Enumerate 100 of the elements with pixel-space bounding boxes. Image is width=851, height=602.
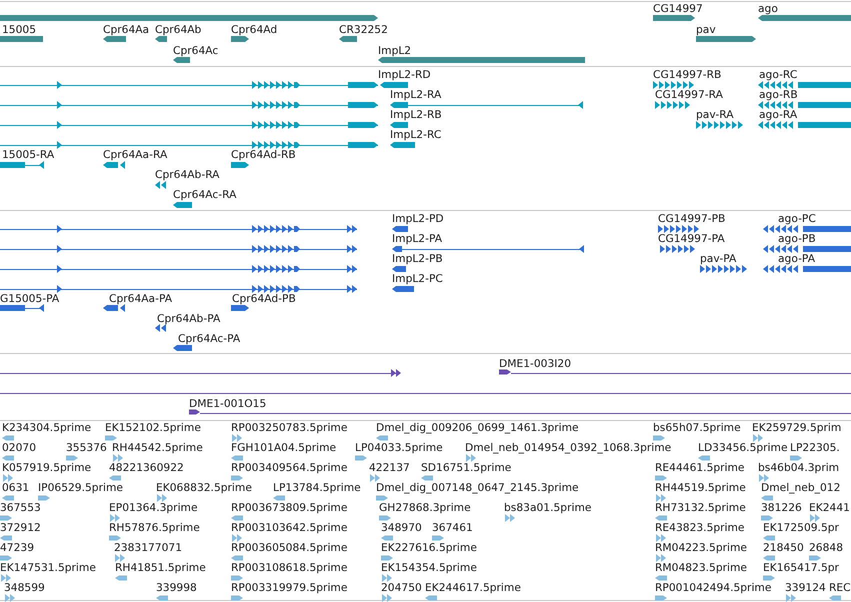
est-label: REC — [829, 581, 851, 594]
protein-label: G15005-PA — [0, 292, 60, 305]
transcript-label: CG14997-RB — [653, 68, 722, 81]
est-label: 0631 — [2, 481, 30, 494]
est-label: EK154354.5prime — [381, 561, 477, 574]
protein-label: Cpr64Aa-PA — [109, 292, 172, 305]
est-label: IP06529.5prime — [38, 481, 123, 494]
protein-label: Cpr64Ab-PA — [157, 312, 220, 325]
est-label: RP003605084.5prime — [231, 541, 348, 554]
est-label: 348970 — [381, 521, 422, 534]
est-label: EK152102.5prime — [105, 421, 201, 434]
est-label: RH44519.5prime — [655, 481, 746, 494]
est-label: bs83a01.5prime — [504, 501, 592, 514]
est-label: 339998 — [156, 581, 197, 594]
est-label: 218450 — [763, 541, 804, 554]
est-label: Dmel_neb_014954_0392_1068.3prime — [465, 441, 672, 454]
est-label: 367461 — [432, 521, 473, 534]
est-label: bs65h07.5prime — [653, 421, 741, 434]
transcript-label: Cpr64Ab-RA — [155, 168, 220, 181]
transcript-label: ImpL2-RA — [390, 88, 442, 101]
protein-label: pav-PA — [700, 252, 736, 265]
est-label: RP003319979.5prime — [231, 581, 348, 594]
est-label: EK227616.5prime — [381, 541, 477, 554]
protein-label: ago-PC — [778, 212, 816, 225]
est-label: LP04033.5prime — [355, 441, 443, 454]
gene-label: CR32252 — [339, 23, 388, 36]
transcript-label: CG14997-RA — [655, 88, 723, 101]
est-label: K234304.5prime — [2, 421, 92, 434]
est-label: Dmel_dig_007148_0647_2145.3prime — [376, 481, 579, 494]
est-label: EK259729.5prim — [752, 421, 842, 434]
transcript-label: Cpr64Ac-RA — [173, 188, 236, 201]
transcript-label: 15005-RA — [2, 148, 54, 161]
protein-label: ImpL2-PA — [392, 232, 442, 245]
transcript-label: ImpL2-RB — [390, 108, 442, 121]
est-label: RP001042494.5prime — [655, 581, 772, 594]
gene-label: ago — [758, 2, 778, 15]
gene-label: pav — [696, 23, 716, 36]
est-label: GH27868.3prime — [379, 501, 471, 514]
est-label: EK172509.5pr — [763, 521, 839, 534]
est-label: 02070 — [2, 441, 36, 454]
protein-label: Cpr64Ac-PA — [178, 332, 240, 345]
est-label: EK244617.5prime — [425, 581, 521, 594]
est-label: RM04223.5prime — [655, 541, 747, 554]
est-label: RP003673809.5prime — [231, 501, 348, 514]
est-label: 2383177071 — [114, 541, 182, 554]
transcript-label: ImpL2-RD — [378, 68, 431, 81]
gene-label: Cpr64Ab — [155, 23, 202, 36]
est-label: RP003250783.5prime — [231, 421, 348, 434]
est-label: FGH101A04.5prime — [231, 441, 336, 454]
transcript-label: Cpr64Ad-RB — [231, 148, 296, 161]
est-label: K057919.5prime — [2, 461, 92, 474]
protein-label: ago-PB — [778, 232, 816, 245]
clone-label: DME1-001O15 — [189, 397, 266, 410]
est-label: RH73132.5prime — [655, 501, 746, 514]
est-label: 339124 — [785, 581, 826, 594]
protein-label: ago-PA — [778, 252, 815, 265]
est-label: 355376 — [66, 441, 107, 454]
protein-label: ImpL2-PD — [392, 212, 444, 225]
est-label: 422137 — [369, 461, 410, 474]
est-label: Dmel_neb_012 — [761, 481, 840, 494]
protein-label: ImpL2-PB — [392, 252, 443, 265]
est-label: RH44542.5prime — [112, 441, 203, 454]
transcript-label: pav-RA — [696, 108, 734, 121]
transcript-label: ago-RC — [759, 68, 798, 81]
est-label: RE44461.5prime — [655, 461, 745, 474]
est-label: LP13784.5prime — [273, 481, 361, 494]
est-label: LD33456.5prime — [698, 441, 788, 454]
est-label: RH41851.5prime — [115, 561, 206, 574]
est-label: RP003409564.5prime — [231, 461, 348, 474]
protein-label: CG14997-PB — [658, 212, 726, 225]
est-label: 367553 — [0, 501, 41, 514]
est-label: bs46b04.3prim — [758, 461, 840, 474]
protein-label: CG14997-PA — [658, 232, 725, 245]
transcript-label: ago-RA — [759, 108, 798, 121]
est-label: RH57876.5prime — [109, 521, 200, 534]
est-label: EK068832.5prime — [156, 481, 252, 494]
est-label: 47239 — [0, 541, 34, 554]
est-label: RE43823.5prime — [655, 521, 745, 534]
transcript-label: ImpL2-RC — [390, 128, 442, 141]
transcript-label: Cpr64Aa-RA — [103, 148, 168, 161]
gene-label: Cpr64Ad — [231, 23, 278, 36]
protein-label: ImpL2-PC — [392, 272, 443, 285]
est-label: RP003103642.5prime — [231, 521, 348, 534]
est-label: RP003108618.5prime — [231, 561, 348, 574]
est-label: EK165417.5pr — [763, 561, 839, 574]
est-label: Dmel_dig_009206_0699_1461.3prime — [376, 421, 579, 434]
est-label: LP22305. — [790, 441, 840, 454]
est-label: 381226 — [761, 501, 802, 514]
est-label: RM04823.5prime — [655, 561, 747, 574]
est-label: 204750 — [381, 581, 422, 594]
gene-label: Cpr64Ac — [173, 44, 218, 57]
gene-label: 15005 — [2, 23, 36, 36]
est-label: SD16751.5prime — [421, 461, 512, 474]
transcript-label: ago-RB — [759, 88, 798, 101]
est-label: 372912 — [0, 521, 41, 534]
gene-label: ImpL2 — [378, 44, 412, 57]
est-label: EK147531.5prime — [0, 561, 96, 574]
gene-label: Cpr64Aa — [103, 23, 150, 36]
est-label: 48221360922 — [109, 461, 184, 474]
est-label: 26848 — [809, 541, 843, 554]
